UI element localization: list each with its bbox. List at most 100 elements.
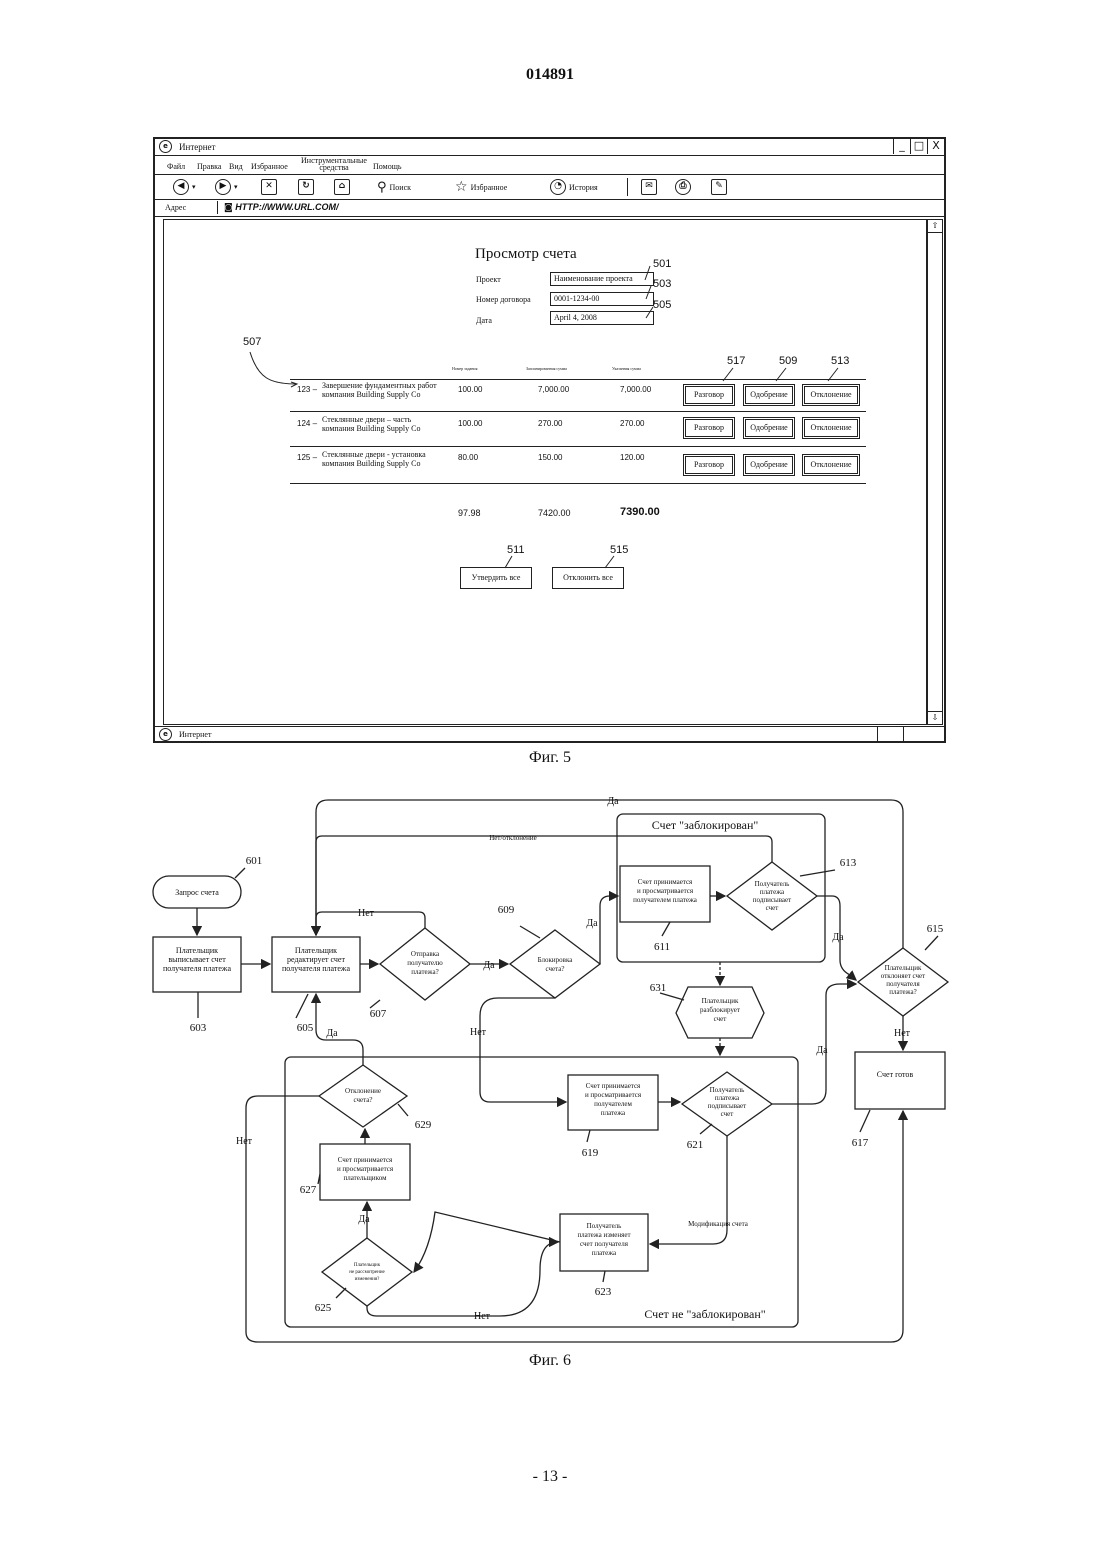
node-607-text-l1: Отправка <box>411 950 440 958</box>
leader-607 <box>370 1000 380 1008</box>
node-625-text-l1: Плательщик <box>354 1263 381 1268</box>
leader-501 <box>645 266 650 280</box>
leader-615 <box>925 936 938 950</box>
node-613-text-l4: счет <box>766 904 779 912</box>
ref-627: 627 <box>300 1184 317 1196</box>
edge-625-623-no <box>367 1242 558 1316</box>
leader-609 <box>520 926 540 938</box>
edge-609-no <box>480 998 566 1102</box>
node-623-text-l3: счет получателя <box>580 1240 629 1248</box>
leader-613 <box>800 870 835 876</box>
edge-label-yes: Да <box>358 1214 370 1225</box>
leader-505 <box>646 307 653 318</box>
node-605-text-l1: Плательщик <box>295 946 337 955</box>
leader-511 <box>505 556 512 568</box>
leader-625 <box>336 1288 346 1298</box>
leader-513 <box>828 368 838 381</box>
node-621-text-l4: счет <box>721 1110 734 1118</box>
leader-601 <box>235 868 245 878</box>
leader-631 <box>660 993 684 1000</box>
fig6-caption: Фиг. 6 <box>0 1352 1100 1370</box>
ref-605: 605 <box>297 1022 314 1034</box>
region-unlocked-label: Счет не "заблокирован" <box>644 1307 765 1321</box>
node-621-text-l1: Получатель <box>710 1086 745 1094</box>
node-613-text-l3: подписывает <box>753 896 791 904</box>
leader-629 <box>398 1104 408 1116</box>
node-617-box <box>855 1052 945 1109</box>
edge-label-yes: Да <box>586 918 598 929</box>
region-locked-label: Счет "заблокирован" <box>652 818 759 832</box>
edge-label-no: Нет <box>894 1028 911 1039</box>
node-617-text: Счет готов <box>877 1070 914 1079</box>
leader-503 <box>646 286 651 299</box>
node-609-text-l2: счета? <box>546 965 565 973</box>
node-631-text-l3: счет <box>714 1015 727 1023</box>
node-615-text-l2: отклоняет счет <box>881 972 925 980</box>
ref-617: 617 <box>852 1137 869 1149</box>
node-609-text-l1: Блокировка <box>538 956 574 964</box>
node-611-text-l3: получателем платежа <box>633 896 698 904</box>
node-623-text-l2: платежа изменяет <box>577 1231 630 1239</box>
leader-619 <box>587 1130 590 1142</box>
node-615-text-l4: платежа? <box>889 988 916 996</box>
node-615-text-l1: Плательщик <box>885 964 922 972</box>
node-619-text-l1: Счет принимается <box>586 1082 641 1090</box>
fig6-flowchart: Запрос счета Плательщик выписывает счет … <box>0 785 1100 1365</box>
node-601-text: Запрос счета <box>175 888 219 897</box>
node-621-text-l3: подписывает <box>708 1102 746 1110</box>
leader-611 <box>662 922 670 936</box>
leader-515 <box>605 556 614 568</box>
node-629-text-l2: счета? <box>354 1096 373 1104</box>
edge-label-yes: Да <box>326 1028 338 1039</box>
node-619-text-l2: и просматривается <box>585 1091 642 1099</box>
ref-601: 601 <box>246 855 263 867</box>
edge-label-yes: Да <box>483 960 495 971</box>
node-611-text-l2: и просматривается <box>637 887 694 895</box>
node-623-text-l4: платежа <box>592 1249 617 1257</box>
node-625-text-l3: изменения? <box>355 1277 381 1282</box>
node-621-text-l2: платежа <box>715 1094 740 1102</box>
node-625-text-l2: не рассмотрение <box>349 1270 385 1275</box>
ref-625: 625 <box>315 1302 332 1314</box>
fig5-leader-lines <box>0 0 1100 760</box>
ref-603: 603 <box>190 1022 207 1034</box>
page-number: - 13 - <box>0 1468 1100 1486</box>
node-627-text-l2: и просматривается <box>337 1165 394 1173</box>
ref-621: 621 <box>687 1139 704 1151</box>
edge-label-yes: Да <box>607 796 619 807</box>
ref-609: 609 <box>498 904 515 916</box>
edge-label-no: Нет <box>474 1311 491 1322</box>
edge-label-modification: Модификация счета <box>688 1220 749 1228</box>
ref-607: 607 <box>370 1008 387 1020</box>
node-619-text-l3: получателем <box>594 1100 632 1108</box>
ref-623: 623 <box>595 1286 612 1298</box>
leader-623 <box>603 1271 605 1282</box>
fig5-caption: Фиг. 5 <box>0 749 1100 767</box>
edge-label-yes: Да <box>832 932 844 943</box>
ref-631: 631 <box>650 982 667 994</box>
node-603-text-l2: выписывает счет <box>168 955 226 964</box>
node-615-text-l3: получателя <box>886 980 920 988</box>
node-613-text-l2: платежа <box>760 888 785 896</box>
edge-label-no: Нет <box>358 908 375 919</box>
edge-623-625 <box>414 1212 560 1272</box>
edge-621-615 <box>772 984 856 1104</box>
ref-629: 629 <box>415 1119 432 1131</box>
node-631-text-l1: Плательщик <box>702 997 739 1005</box>
ref-611: 611 <box>654 941 670 953</box>
edge-label-no: Нет <box>236 1136 253 1147</box>
node-611-text-l1: Счет принимается <box>638 878 693 886</box>
leader-507 <box>250 352 296 384</box>
ref-619: 619 <box>582 1147 599 1159</box>
node-631-text-l2: разблокирует <box>700 1006 740 1014</box>
node-619-text-l4: платежа <box>601 1109 626 1117</box>
node-607-text-l2: получателю <box>407 959 442 967</box>
edge-label-yes: Да <box>816 1045 828 1056</box>
edge-613-no-reject <box>316 836 772 935</box>
edge-label-no-reject: Нет/отклонение <box>489 834 536 842</box>
leader-605 <box>296 994 308 1018</box>
node-627-text-l1: Счет принимается <box>338 1156 393 1164</box>
node-623-text-l1: Получатель <box>587 1222 622 1230</box>
node-603-text-l3: получателя платежа <box>163 964 231 973</box>
leader-509 <box>776 368 786 381</box>
